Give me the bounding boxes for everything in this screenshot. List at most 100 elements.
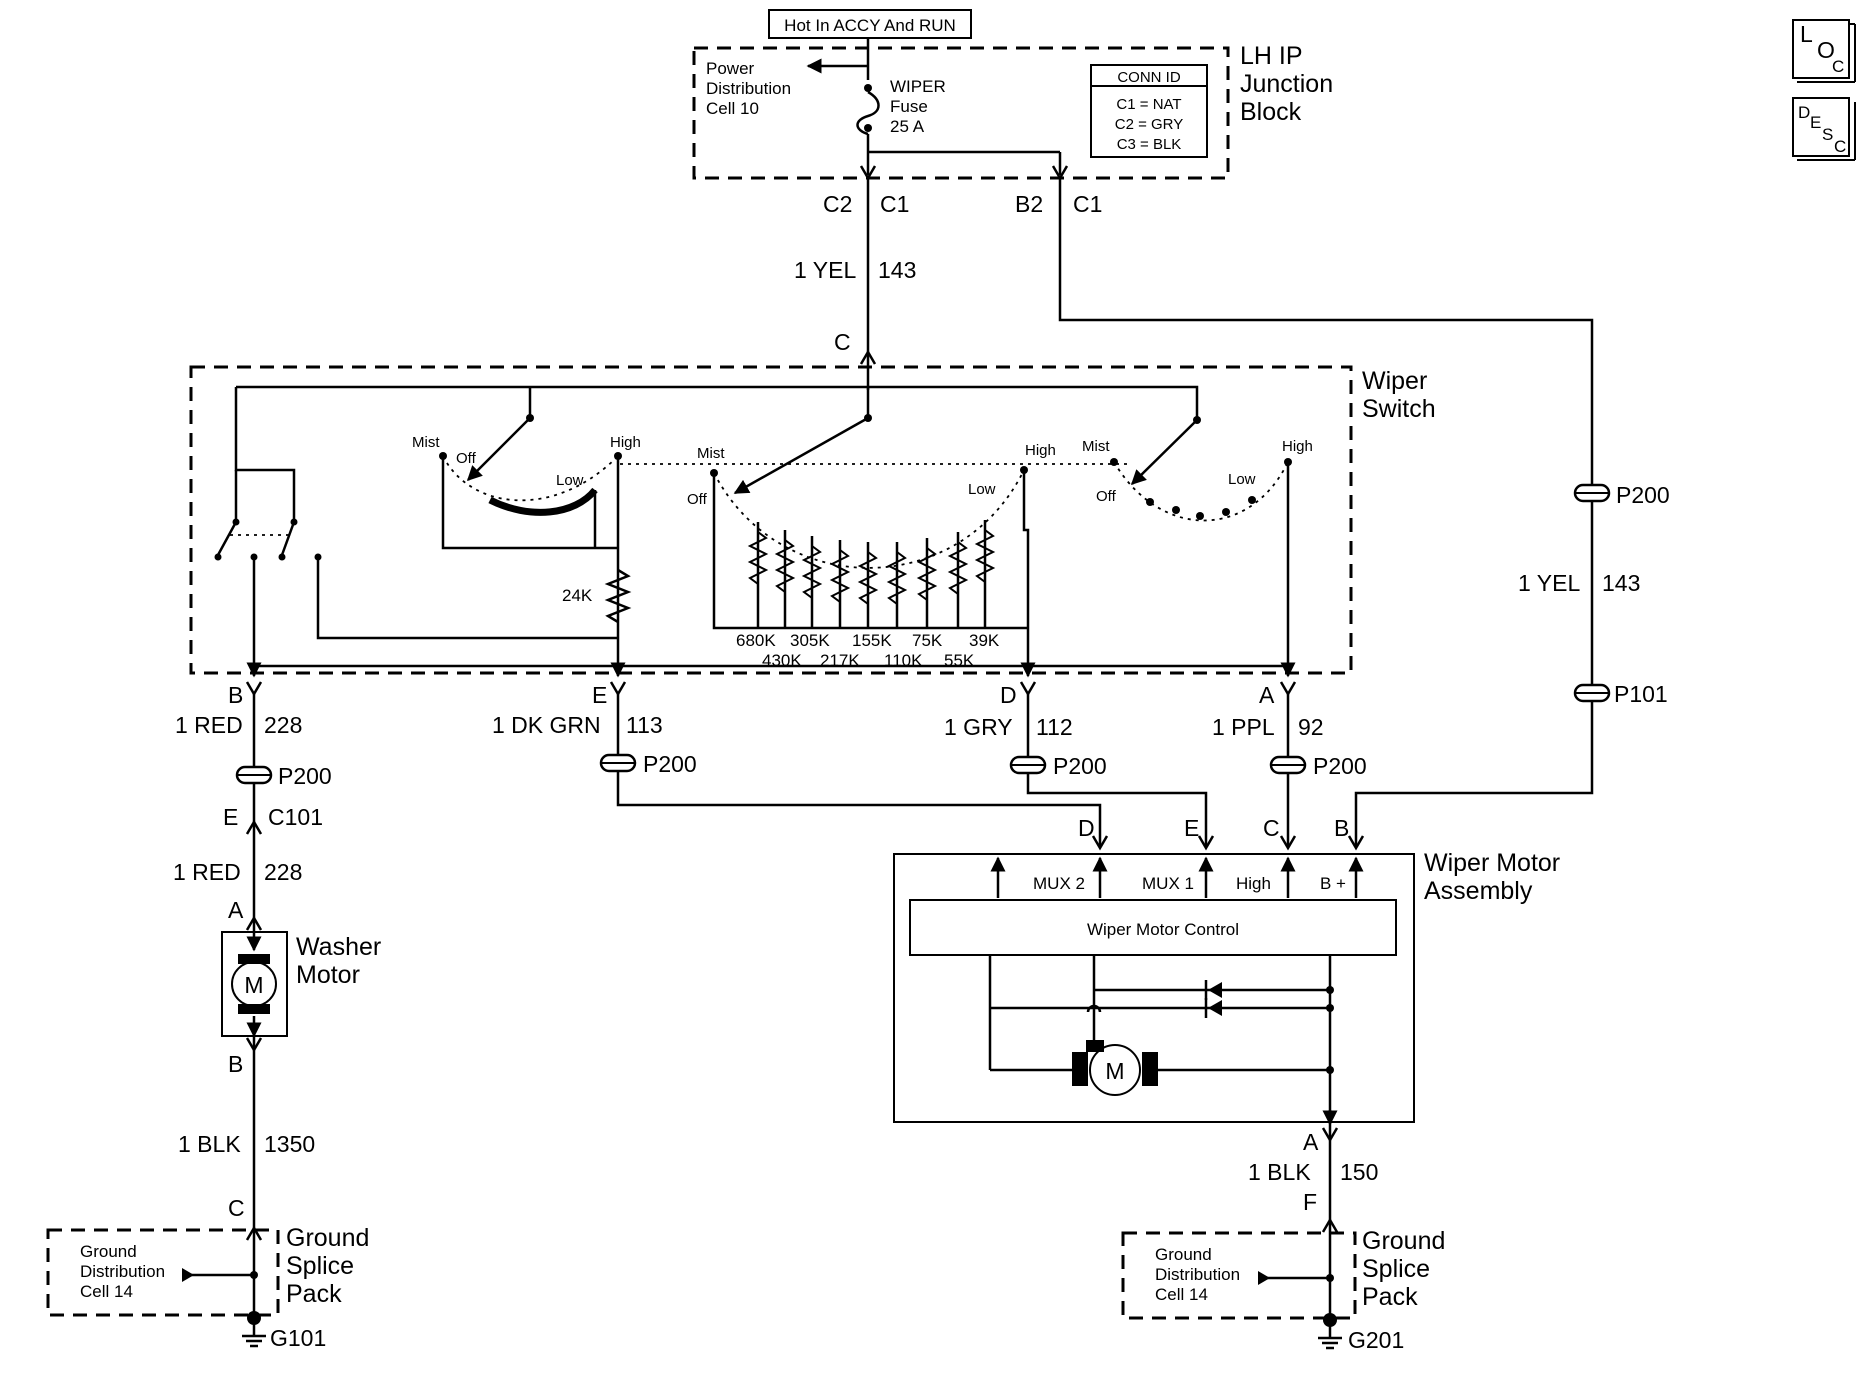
svg-text:Wiper: Wiper xyxy=(1362,367,1427,395)
svg-text:MUX 1: MUX 1 xyxy=(1142,874,1194,893)
svg-text:228: 228 xyxy=(264,712,302,738)
svg-text:Ground: Ground xyxy=(1155,1245,1212,1264)
svg-text:D: D xyxy=(1798,103,1810,122)
svg-text:C: C xyxy=(1832,57,1844,76)
junction-block: LH IP Junction Block Power Distribution … xyxy=(692,38,1333,180)
svg-text:C1: C1 xyxy=(1073,191,1102,217)
svg-text:Block: Block xyxy=(1240,98,1302,126)
svg-text:228: 228 xyxy=(264,859,302,885)
svg-text:113: 113 xyxy=(626,712,663,738)
svg-text:High: High xyxy=(1025,442,1056,459)
svg-text:C2: C2 xyxy=(823,191,852,217)
svg-text:Distribution: Distribution xyxy=(1155,1265,1240,1284)
svg-text:Ground: Ground xyxy=(286,1224,369,1252)
svg-text:Cell 14: Cell 14 xyxy=(1155,1285,1208,1304)
svg-text:Ground: Ground xyxy=(80,1242,137,1261)
svg-text:G201: G201 xyxy=(1348,1327,1404,1353)
svg-text:S: S xyxy=(1822,125,1833,144)
svg-text:Switch: Switch xyxy=(1362,395,1436,423)
svg-text:1 RED: 1 RED xyxy=(173,859,241,885)
svg-text:A: A xyxy=(1303,1129,1319,1155)
svg-text:1 DK GRN: 1 DK GRN xyxy=(492,712,601,738)
svg-text:Wiper Motor Control: Wiper Motor Control xyxy=(1087,920,1239,939)
svg-text:L: L xyxy=(1800,21,1813,47)
svg-text:Low: Low xyxy=(1228,471,1256,488)
svg-text:High: High xyxy=(1236,874,1271,893)
svg-text:Low: Low xyxy=(556,472,584,489)
svg-text:1 BLK: 1 BLK xyxy=(178,1131,241,1157)
svg-text:O: O xyxy=(1817,37,1835,63)
svg-text:D: D xyxy=(1000,682,1017,708)
svg-text:B: B xyxy=(1334,815,1349,841)
svg-text:E: E xyxy=(223,804,238,830)
svg-text:39K: 39K xyxy=(969,631,1000,650)
washer-motor-branch: E C101 1 RED 228 A M Washer Motor B 1 BL… xyxy=(46,804,381,1351)
svg-text:75K: 75K xyxy=(912,631,943,650)
svg-text:112: 112 xyxy=(1036,714,1073,740)
svg-text:1 RED: 1 RED xyxy=(175,712,243,738)
svg-text:143: 143 xyxy=(1602,570,1640,596)
svg-text:1 PPL: 1 PPL xyxy=(1212,714,1275,740)
svg-text:1 YEL: 1 YEL xyxy=(794,257,856,283)
loc-icon[interactable]: L O C xyxy=(1792,19,1856,83)
svg-text:B2: B2 xyxy=(1015,191,1043,217)
svg-text:P200: P200 xyxy=(1313,753,1367,779)
svg-text:Assembly: Assembly xyxy=(1424,877,1533,905)
svg-text:Wiper Motor: Wiper Motor xyxy=(1424,849,1560,877)
svg-text:WIPER: WIPER xyxy=(890,77,946,96)
svg-text:Power: Power xyxy=(706,59,755,78)
svg-text:A: A xyxy=(228,897,244,923)
svg-text:Mist: Mist xyxy=(1082,438,1110,455)
svg-text:305K: 305K xyxy=(790,631,830,650)
svg-text:High: High xyxy=(610,434,641,451)
svg-text:Junction: Junction xyxy=(1240,70,1333,98)
svg-text:Off: Off xyxy=(1096,488,1117,505)
svg-text:Splice: Splice xyxy=(1362,1255,1430,1283)
svg-text:G101: G101 xyxy=(270,1325,326,1351)
svg-text:CONN ID: CONN ID xyxy=(1117,69,1181,86)
svg-text:Ground: Ground xyxy=(1362,1227,1445,1255)
svg-text:680K: 680K xyxy=(736,631,776,650)
svg-text:MUX 2: MUX 2 xyxy=(1033,874,1085,893)
washer-motor-icon: M xyxy=(244,972,263,998)
svg-text:Washer: Washer xyxy=(296,933,381,961)
svg-text:P200: P200 xyxy=(643,751,697,777)
svg-text:E: E xyxy=(592,682,607,708)
wire-143-side: P200 P101 1 YEL 143 xyxy=(1058,178,1670,838)
svg-text:C1: C1 xyxy=(880,191,909,217)
svg-text:Pack: Pack xyxy=(286,1280,342,1308)
circuit-113: E 1 DK GRN 113 P200 xyxy=(492,680,1102,840)
svg-text:Low: Low xyxy=(968,481,996,498)
svg-text:1350: 1350 xyxy=(264,1131,315,1157)
svg-text:D: D xyxy=(1078,815,1095,841)
svg-text:Mist: Mist xyxy=(412,434,440,451)
svg-text:24K: 24K xyxy=(562,586,593,605)
svg-text:Mist: Mist xyxy=(697,445,725,462)
svg-text:143: 143 xyxy=(878,257,916,283)
svg-text:A: A xyxy=(1259,682,1275,708)
svg-text:Cell 14: Cell 14 xyxy=(80,1282,133,1301)
svg-text:25 A: 25 A xyxy=(890,117,925,136)
svg-text:C101: C101 xyxy=(268,804,323,830)
svg-text:B: B xyxy=(228,1051,243,1077)
desc-icon[interactable]: D E S C xyxy=(1792,97,1856,161)
svg-text:Pack: Pack xyxy=(1362,1283,1418,1311)
svg-text:Fuse: Fuse xyxy=(890,97,928,116)
svg-text:150: 150 xyxy=(1340,1159,1378,1185)
svg-text:F: F xyxy=(1303,1189,1317,1215)
svg-text:C1 = NAT: C1 = NAT xyxy=(1116,96,1181,113)
svg-text:Off: Off xyxy=(687,491,708,508)
wiper-motor-icon: M xyxy=(1105,1058,1124,1084)
svg-text:C2 = GRY: C2 = GRY xyxy=(1115,116,1184,133)
svg-text:Cell 10: Cell 10 xyxy=(706,99,759,118)
svg-text:B: B xyxy=(228,682,243,708)
svg-text:B +: B + xyxy=(1320,874,1346,893)
svg-text:E: E xyxy=(1810,113,1821,132)
svg-text:P101: P101 xyxy=(1614,681,1668,707)
circuit-112: D 1 GRY 112 P200 xyxy=(944,680,1208,840)
svg-text:C: C xyxy=(228,1195,245,1221)
svg-text:Off: Off xyxy=(456,450,477,467)
svg-text:C3 = BLK: C3 = BLK xyxy=(1117,136,1182,153)
wiper-motor-assembly: D E C B Wiper Motor Assembly MUX 2 MUX 1… xyxy=(893,815,1560,1353)
svg-text:LH IP: LH IP xyxy=(1240,42,1303,70)
